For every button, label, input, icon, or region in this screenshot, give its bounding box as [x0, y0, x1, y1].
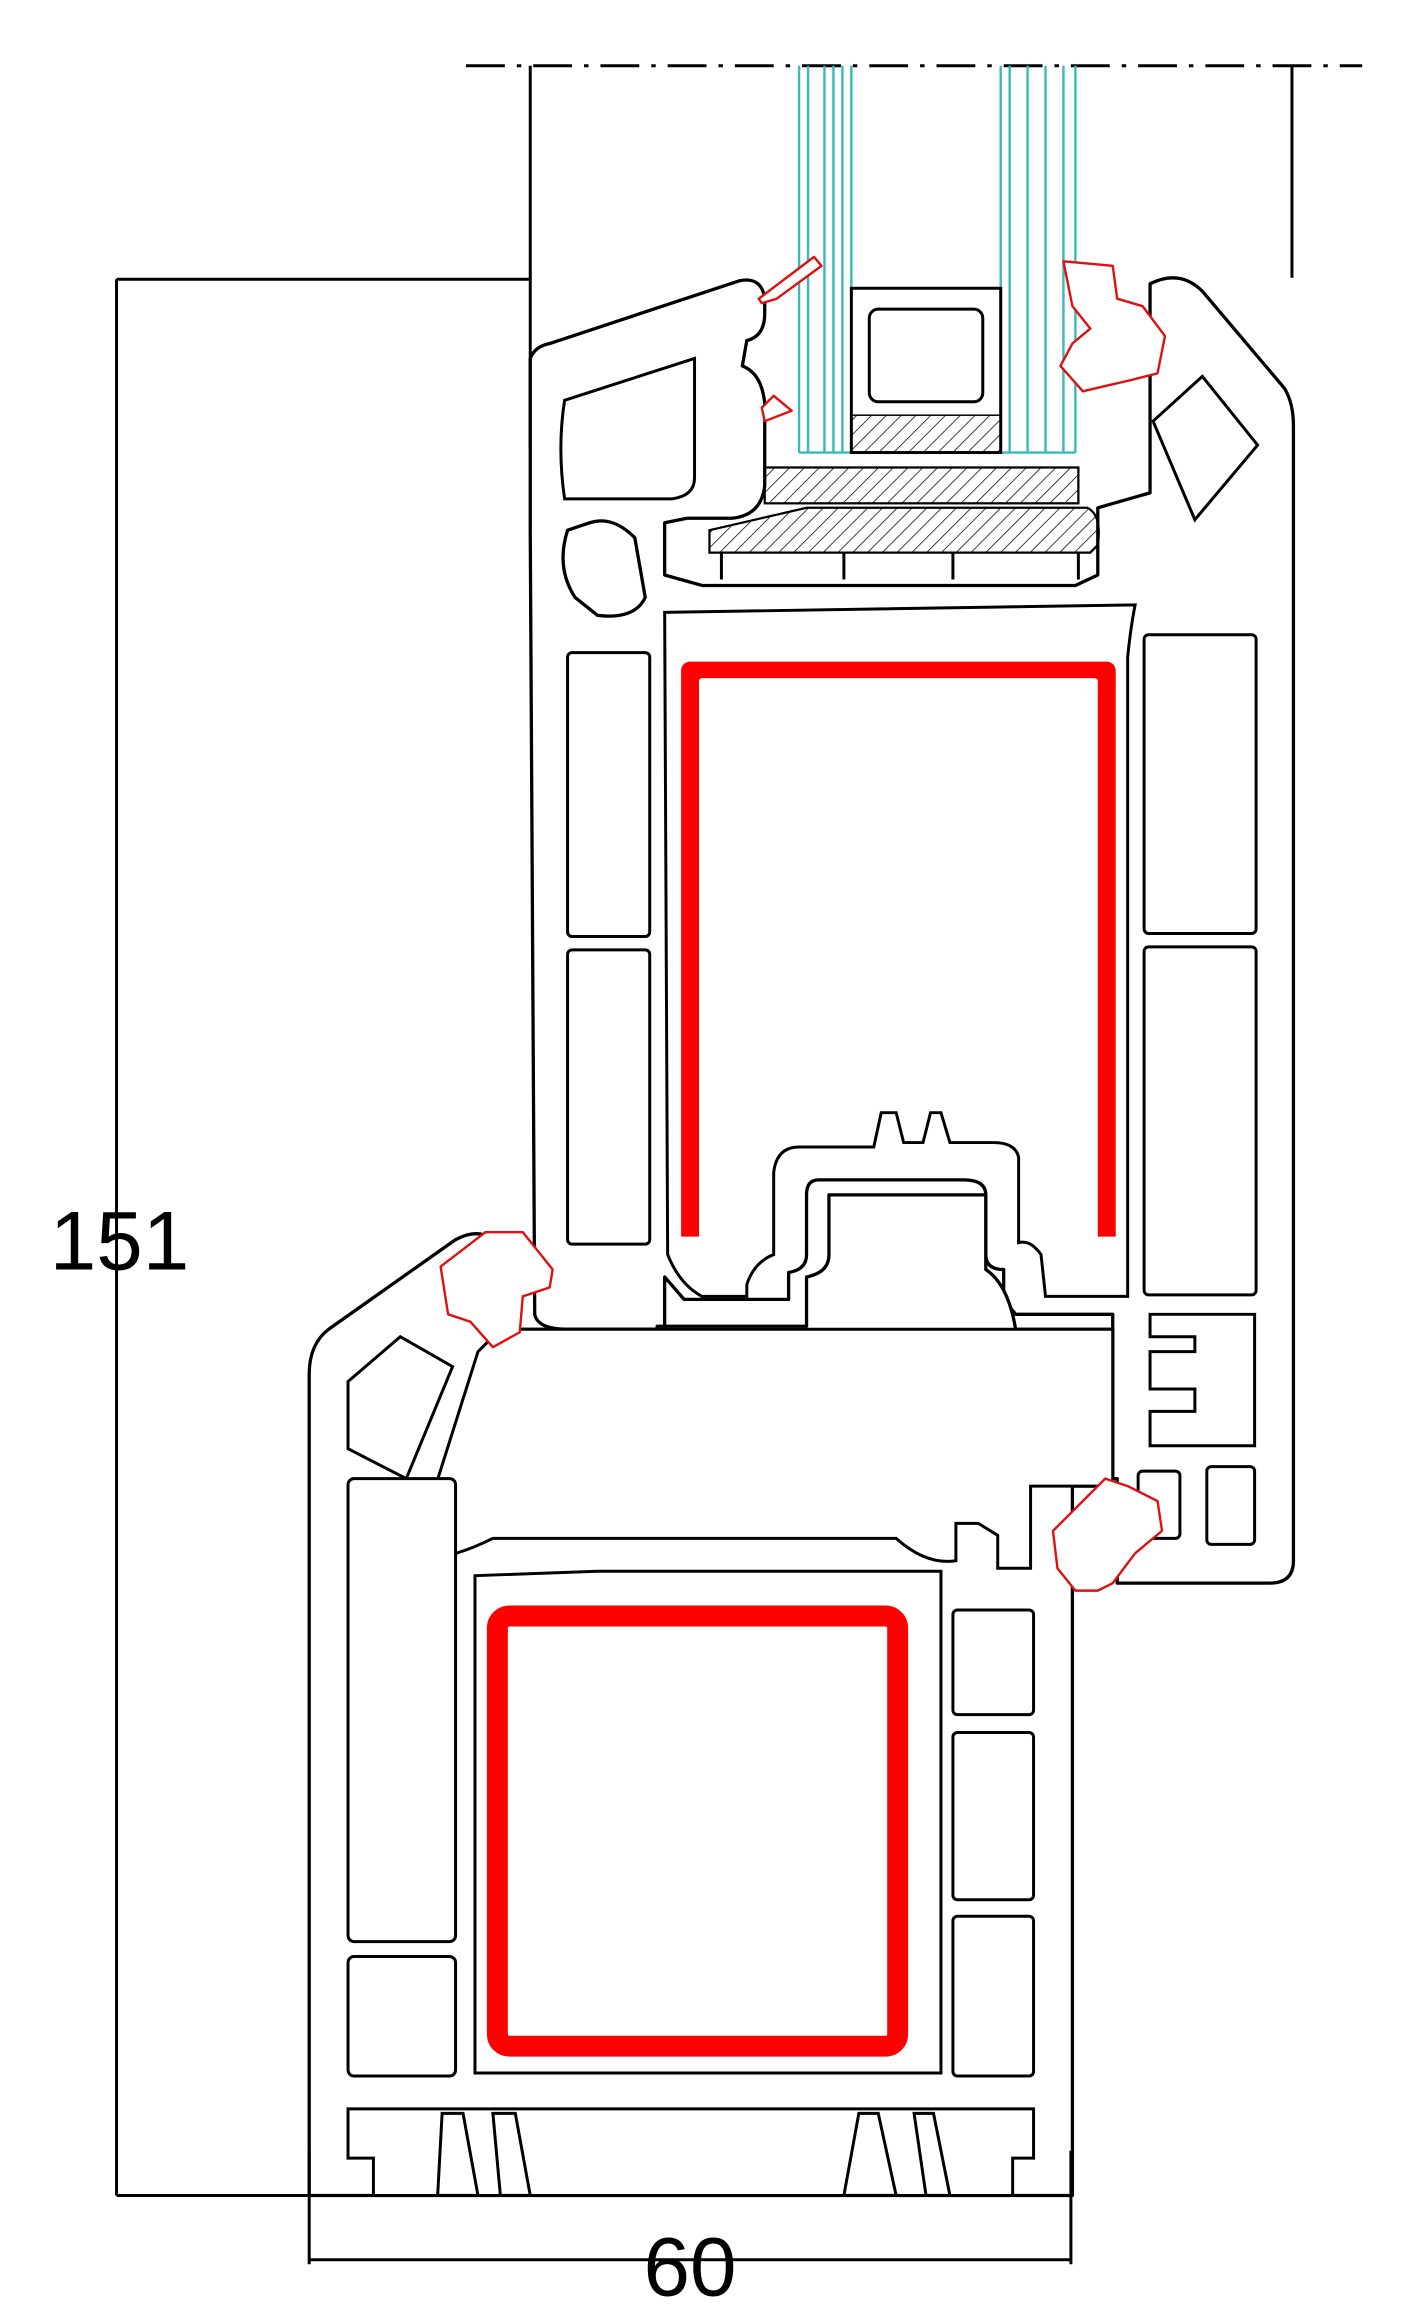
height-dimension-label: 151: [50, 1194, 190, 1288]
frame-chamber: [346, 1477, 458, 1944]
frame-main-chamber: [473, 1569, 943, 2075]
frame-base-chamber: [346, 2107, 1036, 2197]
sash-chamber: [1142, 945, 1258, 1297]
frame-left-chamber-top: [346, 1334, 455, 1481]
sash-glazing-lip: [561, 519, 647, 618]
glass-unit: [797, 65, 1077, 454]
sash-right-chamber-top: [1151, 374, 1260, 523]
frame-chamber: [951, 1731, 1036, 1902]
height-dimension: 151: [50, 277, 531, 2197]
frame-chamber: [346, 1955, 458, 2078]
sash-chamber: [566, 948, 652, 1246]
frame-inner-chamber: [398, 1327, 1115, 1570]
frame-chamber: [951, 1608, 1036, 1717]
width-dimension-label: 60: [644, 2220, 737, 2312]
glazing-bead-legs: [719, 552, 1080, 580]
sash-chamber: [1205, 1465, 1257, 1546]
sash-stop-gasket: [439, 1230, 554, 1349]
sash-chamber: [1142, 633, 1258, 935]
sash-reinforcement-inner: [700, 678, 1097, 1237]
sash-reinforcement-steel-u: [681, 661, 1116, 1237]
glazing-bead-upper: [763, 466, 1080, 505]
glazing-gasket-inner: [1059, 260, 1167, 393]
sash-left-chamber-top: [559, 356, 697, 501]
glazing-bead-lower: [708, 506, 1100, 554]
sash-main-chamber: [663, 603, 1137, 1298]
glazing-gasket-outer: [757, 255, 823, 423]
sash-chamber-fins: [1148, 1312, 1257, 1448]
width-dimension: 60: [307, 2150, 1073, 2312]
frame-center-gasket: [1051, 1477, 1164, 1592]
sash-chamber: [566, 651, 652, 938]
glass-spacer: [849, 286, 1003, 455]
frame-reinforcement-steel: [486, 1605, 909, 2057]
frame-chamber: [951, 1914, 1036, 2078]
